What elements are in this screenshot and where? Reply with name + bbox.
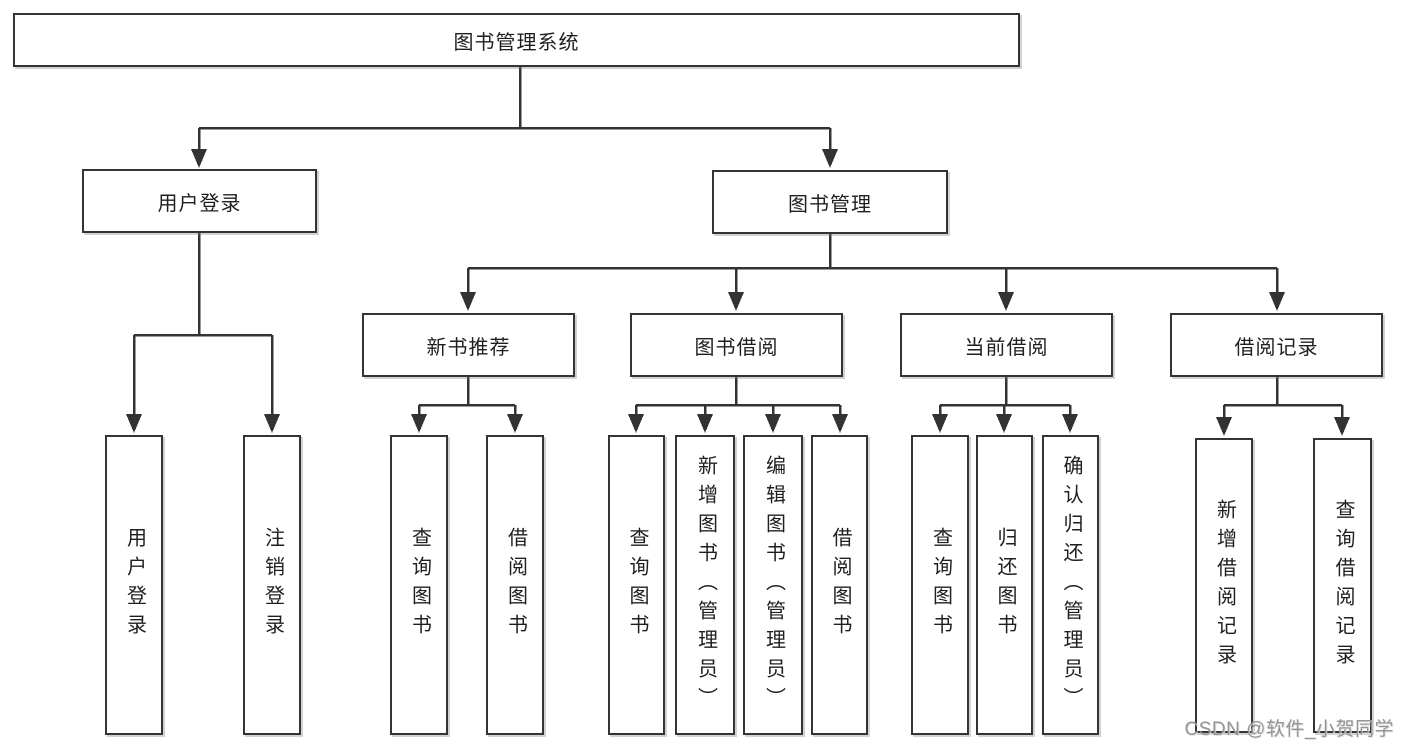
- arrowhead: [996, 414, 1012, 433]
- node-label: 当前借阅: [964, 336, 1049, 359]
- node-leaf-query-borrow-record: 查询借阅记录: [1313, 438, 1372, 733]
- arrowhead: [191, 149, 207, 168]
- node-label: 查询图书: [929, 527, 952, 643]
- node-label: 图书管理: [788, 193, 872, 216]
- edge-current-to-children: [932, 377, 1078, 433]
- node-label: 编辑图书（管理员）: [762, 454, 785, 716]
- arrowhead: [765, 414, 781, 433]
- node-leaf-query-books-3: 查询图书: [911, 435, 969, 735]
- arrowhead: [998, 292, 1014, 311]
- node-label: 查询图书: [408, 527, 431, 643]
- arrowhead: [264, 414, 280, 433]
- node-leaf-query-books-1: 查询图书: [390, 435, 448, 735]
- arrowhead: [832, 414, 848, 433]
- edge-newbooks-to-children: [411, 377, 523, 433]
- arrowhead: [932, 414, 948, 433]
- edge-bookmgmt-to-level3: [460, 234, 1285, 311]
- node-label: 图书借阅: [694, 336, 779, 359]
- arrowhead: [1062, 414, 1078, 433]
- node-user-login-branch: 用户登录: [82, 169, 317, 233]
- node-leaf-return-books: 归还图书: [976, 435, 1033, 735]
- node-root-system: 图书管理系统: [13, 13, 1020, 67]
- node-leaf-query-books-2: 查询图书: [608, 435, 665, 735]
- arrowhead: [628, 414, 644, 433]
- node-leaf-logout: 注销登录: [243, 435, 301, 735]
- arrowhead: [822, 149, 838, 168]
- node-new-book-recommend: 新书推荐: [362, 313, 575, 377]
- edge-records-to-children: [1216, 377, 1350, 436]
- node-label: 用户登录: [157, 192, 242, 215]
- node-label: 用户登录: [123, 527, 146, 643]
- edge-root-to-level2: [191, 67, 838, 168]
- node-borrowing-records: 借阅记录: [1170, 313, 1383, 377]
- node-leaf-borrow-books-2: 借阅图书: [811, 435, 868, 735]
- node-leaf-edit-books-admin: 编辑图书（管理员）: [743, 435, 803, 735]
- node-label: 注销登录: [261, 527, 284, 643]
- arrowhead: [1334, 417, 1350, 436]
- node-label: 新增图书（管理员）: [694, 454, 717, 716]
- node-label: 归还图书: [994, 527, 1016, 643]
- arrowhead: [1269, 292, 1285, 311]
- arrowhead: [1216, 417, 1232, 436]
- arrowhead: [507, 414, 523, 433]
- node-book-borrowing: 图书借阅: [630, 313, 843, 377]
- node-label: 查询图书: [626, 527, 648, 643]
- node-leaf-user-login: 用户登录: [105, 435, 163, 735]
- node-book-management-branch: 图书管理: [712, 170, 948, 234]
- node-label: 图书管理系统: [453, 31, 580, 54]
- node-label: 借阅记录: [1234, 336, 1319, 359]
- node-leaf-add-books-admin: 新增图书（管理员）: [675, 435, 735, 735]
- node-label: 新书推荐: [426, 336, 511, 359]
- edge-userlogin-to-children: [126, 233, 280, 433]
- arrowhead: [411, 414, 427, 433]
- arrowhead: [697, 414, 713, 433]
- csdn-watermark: CSDN @软件_小贺同学: [1184, 719, 1394, 740]
- node-leaf-add-borrow-record: 新增借阅记录: [1195, 438, 1253, 733]
- node-label: 借阅图书: [504, 527, 527, 643]
- node-label: 查询借阅记录: [1332, 498, 1354, 673]
- node-current-borrowing: 当前借阅: [900, 313, 1113, 377]
- node-leaf-borrow-books-1: 借阅图书: [486, 435, 544, 735]
- arrowhead: [126, 414, 142, 433]
- node-leaf-confirm-return-admin: 确认归还（管理员）: [1042, 435, 1099, 735]
- arrowhead: [460, 292, 476, 311]
- node-label: 确认归还（管理员）: [1060, 454, 1082, 716]
- node-label: 新增借阅记录: [1213, 498, 1236, 673]
- node-label: 借阅图书: [829, 527, 851, 643]
- arrowhead: [728, 292, 744, 311]
- edge-borrow-to-children: [628, 377, 848, 433]
